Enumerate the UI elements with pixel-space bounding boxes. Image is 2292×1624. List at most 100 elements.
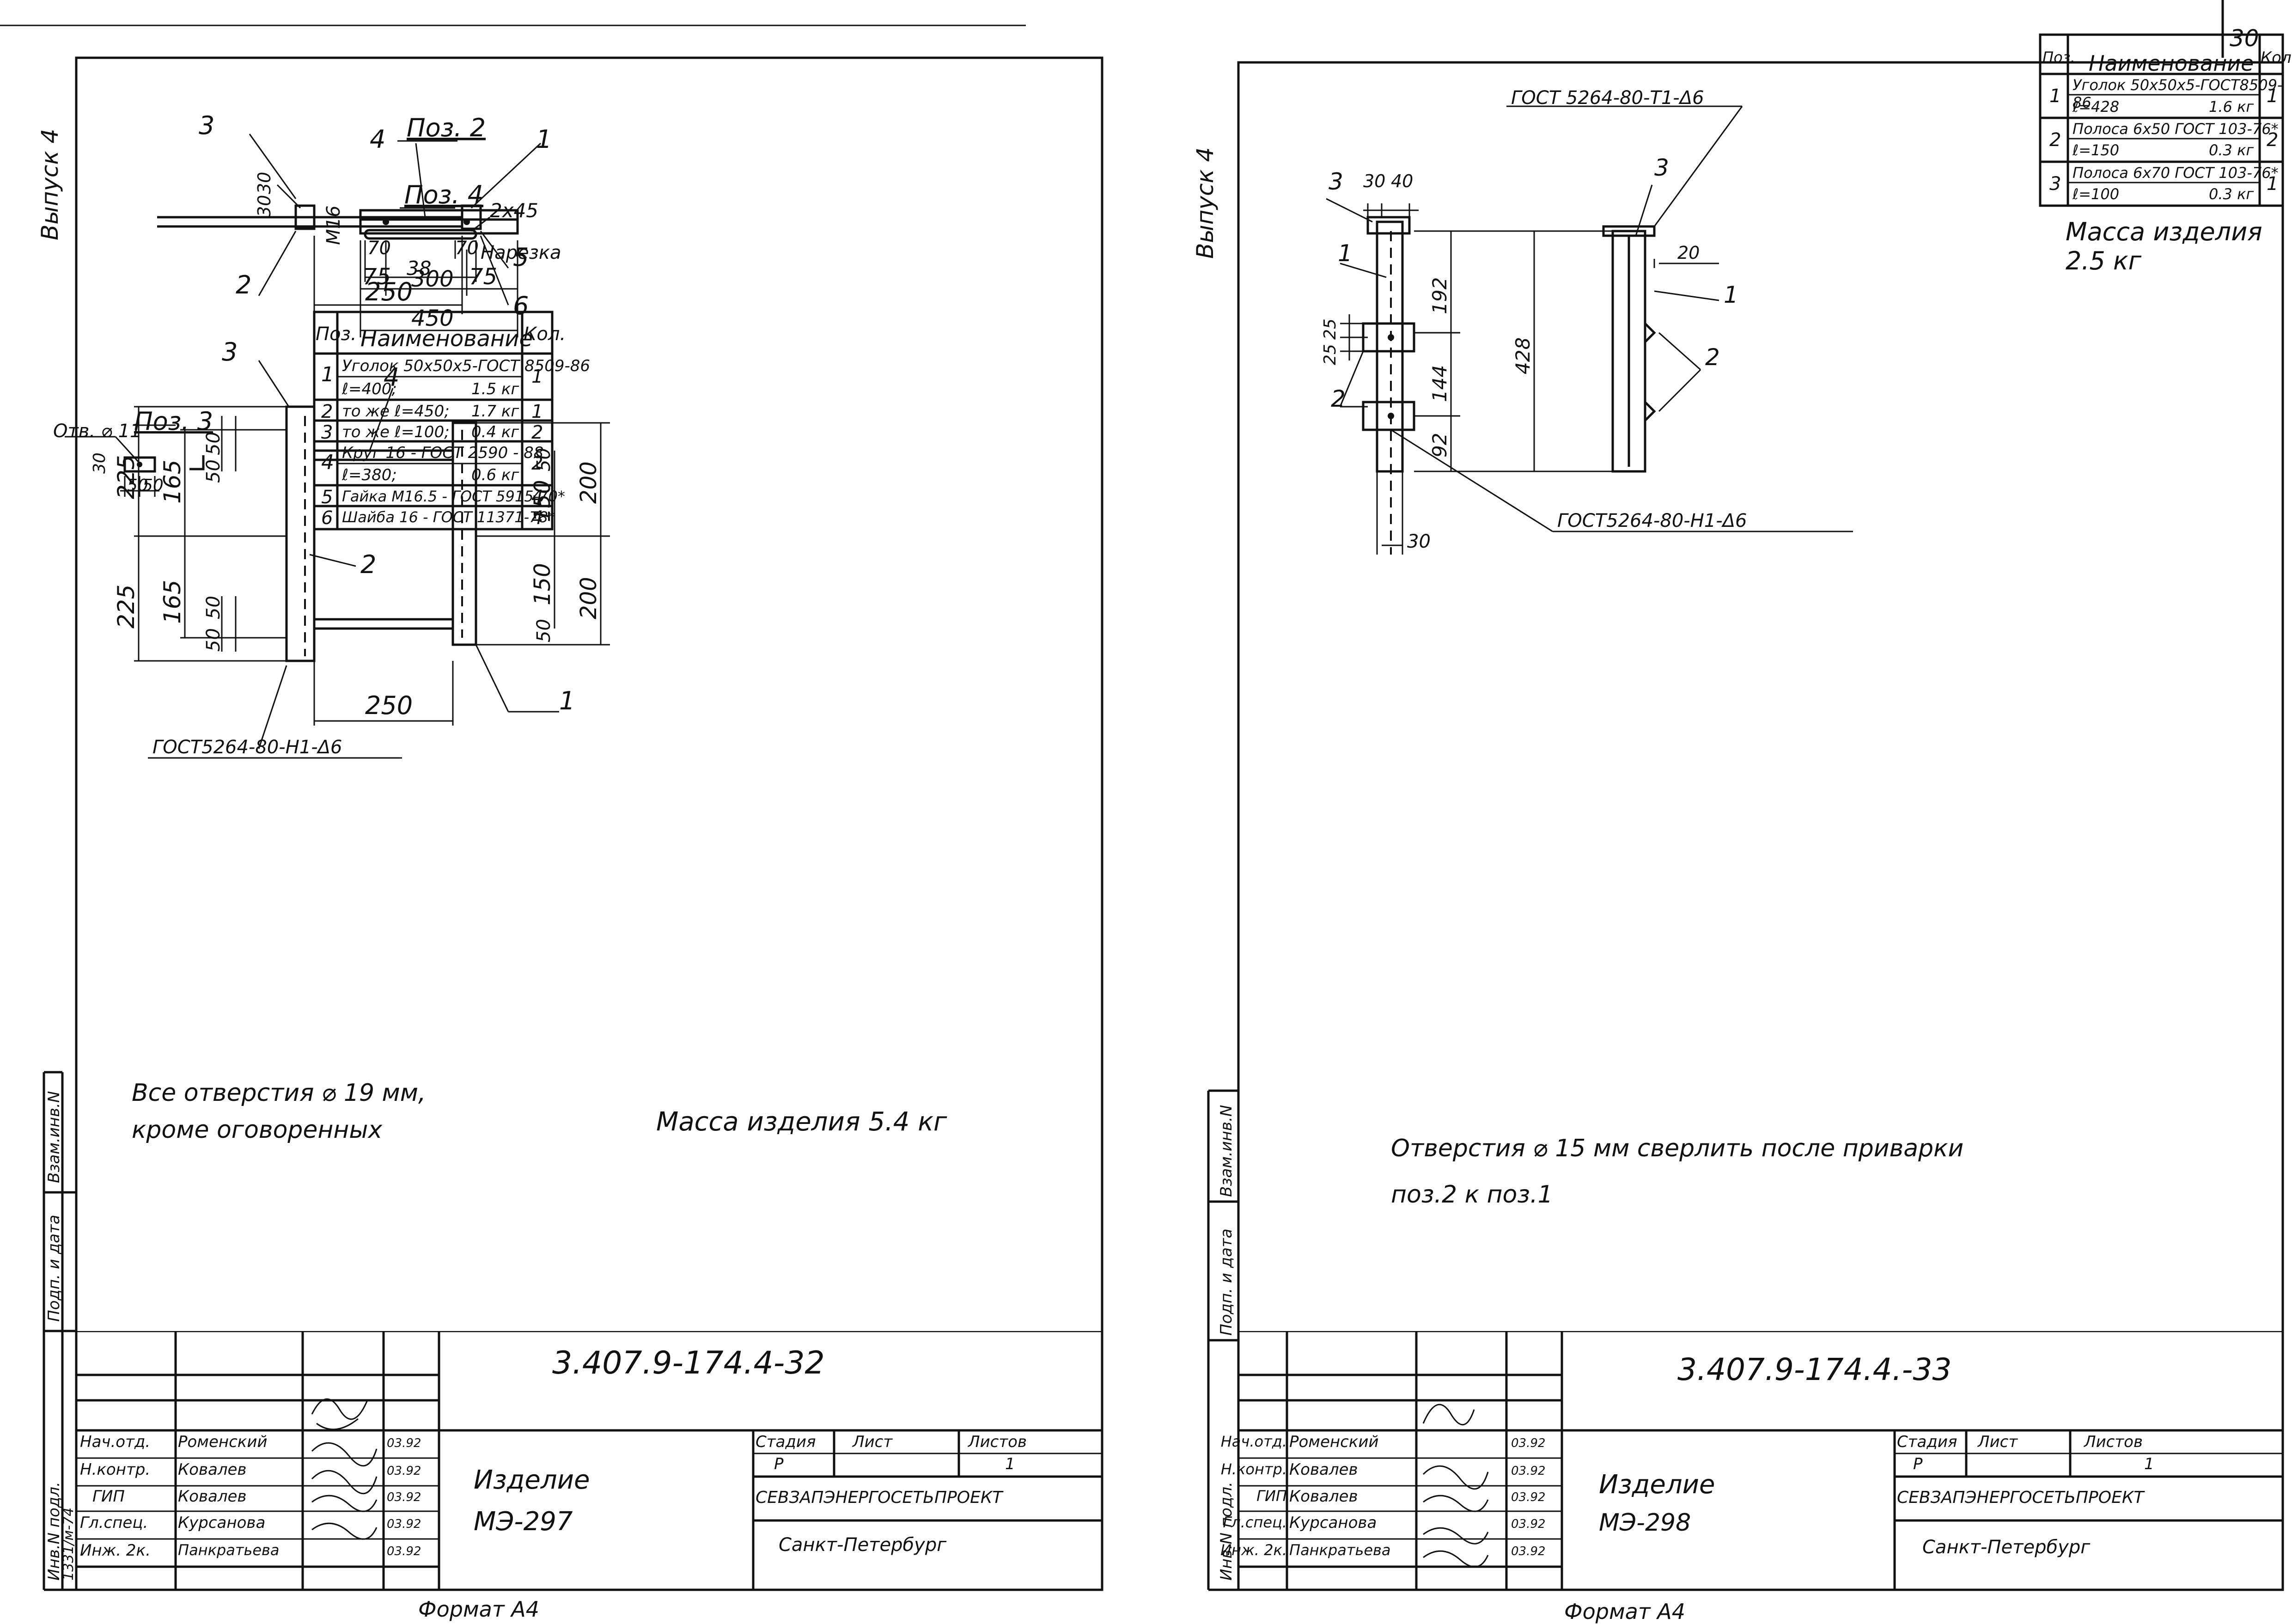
top-view-label-1: 1: [536, 125, 552, 154]
spec-row5-pos: 5: [321, 487, 333, 508]
drawing-sheet-left: Выпуск 4 Взам.инв.N Подп. и дата Инв.N п…: [0, 0, 1146, 1622]
main-view-dim-165a: 165: [159, 460, 186, 504]
role-2: Н.контр.: [80, 1460, 151, 1479]
item-label: Изделие: [474, 1465, 590, 1495]
top-view-dim-30a: 30: [254, 195, 274, 217]
sheets-value: 1: [2144, 1455, 2154, 1473]
role-5: Инж. 2к.: [80, 1541, 151, 1560]
margin-label-zam: Взам.инв.N: [1217, 1105, 1236, 1197]
margin-inv-number: 1331/м-74: [61, 1508, 77, 1581]
holes-note-line2: поз.2 к поз.1: [1391, 1181, 1553, 1209]
main-view-weld: ГОСТ5264-80-Н1-Δ6: [152, 737, 342, 758]
org-name: СЕВЗАПЭНЕРГОСЕТЬПРОЕКТ: [756, 1488, 1003, 1507]
view-label-3a: 3: [1329, 168, 1343, 195]
item-label: Изделие: [1599, 1470, 1715, 1500]
spec-row2-qty: 1: [531, 401, 543, 422]
name-5: Панкратьева: [178, 1541, 280, 1559]
role-2: Н.контр.: [1220, 1460, 1287, 1478]
weld-bottom: ГОСТ5264-80-Н1-Δ6: [1557, 510, 1747, 531]
poz4-thread: М16: [323, 206, 344, 245]
signature-1: [311, 1398, 368, 1430]
spec-row3-pos: 3: [2049, 173, 2061, 195]
item-code: МЭ-298: [1599, 1509, 1691, 1537]
spec-row2-qty: 2: [2267, 129, 2279, 151]
poz3-dim-30: 30: [90, 452, 109, 474]
view-dim-30: 30: [1363, 171, 1385, 191]
view-label-1a: 1: [1338, 240, 1353, 267]
spec-row3-qty: 2: [531, 422, 543, 443]
doc-code: 3.407.9-174.4-32: [552, 1345, 825, 1381]
top-view-label-4: 4: [370, 125, 385, 154]
margin-label-podp: Подп. и дата: [45, 1215, 63, 1322]
poz4-dim-70b: 70: [455, 238, 479, 259]
spec-row1-pos: 1: [321, 363, 334, 386]
spec-header-qty: Кол.: [2261, 49, 2292, 67]
spec-row3-pos: 3: [321, 422, 333, 443]
role-5: Инж. 2к.: [1220, 1541, 1287, 1559]
view-label-2b: 2: [1705, 344, 1720, 371]
date-3: 03.92: [387, 1490, 421, 1504]
main-view-label-3: 3: [222, 337, 238, 366]
spec-row3-len: ℓ=100: [2073, 185, 2120, 203]
name-3: Ковалев: [1289, 1487, 1358, 1506]
view-dim-20: 20: [1677, 243, 1700, 263]
margin-label-inv: Инв.N подл.: [45, 1482, 63, 1581]
spec-row1-mass: 1.6 кг: [2209, 98, 2254, 116]
sheets-value: 1: [1005, 1455, 1015, 1473]
main-view-dim-50e: 50: [203, 628, 224, 652]
org-name: СЕВЗАПЭНЕРГОСЕТЬПРОЕКТ: [1897, 1488, 2144, 1507]
signature-3: [1423, 1495, 1489, 1512]
view-dim-25b: 25: [1321, 344, 1340, 365]
spec-header-pos: Поз.: [2042, 49, 2075, 66]
sheets-header: Листов: [2084, 1433, 2143, 1451]
main-view: [134, 360, 610, 759]
spec-row2-name: Полоса 6х50 ГОСТ 103-76*: [2073, 120, 2279, 138]
title-block-left-grid: [76, 1331, 1102, 1590]
poz2-title: Поз. 2: [407, 113, 486, 142]
role-1: Нач.отд.: [80, 1433, 151, 1451]
weld-top: ГОСТ 5264-80-Т1-Δ6: [1511, 87, 1704, 109]
spec-row2-name: то же ℓ=450;: [342, 402, 450, 421]
spec-row1-name: Уголок 50х50х5-ГОСТ8509-86: [2073, 76, 2283, 111]
spec-row4-name: Круг 16 - ГОСТ 2590 - 88: [342, 444, 544, 462]
poz4-dim-70a: 70: [367, 238, 391, 259]
signature-1: [1422, 1404, 1475, 1425]
view-dim-428: 428: [1512, 337, 1534, 374]
stage-value: Р: [774, 1455, 784, 1473]
signature-4: [311, 1495, 378, 1512]
spec-row1-qty: 1: [531, 366, 543, 387]
sheet-header: Лист: [1978, 1433, 2018, 1451]
date-1: 03.92: [1511, 1436, 1546, 1450]
top-view: [157, 134, 542, 314]
main-view-dim-50b: 50: [203, 459, 224, 483]
spec-header-pos: Поз.: [316, 324, 357, 345]
spec-row6-qty: 4: [531, 507, 543, 529]
poz2-dim-300: 300: [411, 266, 454, 292]
name-2: Ковалев: [1289, 1460, 1358, 1479]
mass-note: Масса изделия 2.5 кг: [2066, 217, 2262, 275]
poz3-hole: Отв. ⌀ 11: [53, 421, 142, 442]
poz4-title: Поз. 4: [404, 180, 483, 209]
main-view-dim-250: 250: [365, 691, 413, 720]
view-dim-40: 40: [1391, 171, 1413, 191]
spec-row1-len: ℓ=400;: [342, 380, 397, 398]
main-view-dim-200a: 200: [576, 461, 602, 504]
main-view-dim-50f: 50: [533, 619, 555, 642]
margin-label-podp: Подп. и дата: [1217, 1228, 1236, 1336]
date-2: 03.92: [1511, 1464, 1546, 1478]
spec-row4-qty: 2: [531, 453, 543, 474]
poz3-title: Поз. 3: [134, 407, 213, 436]
main-view-dim-200b: 200: [576, 577, 602, 619]
spec-row1-name: Уголок 50х50х5-ГОСТ 8509-86: [342, 357, 591, 375]
role-3: ГИП: [92, 1487, 125, 1506]
top-view-dim-250: 250: [365, 277, 413, 306]
main-view-dim-50d: 50: [203, 596, 224, 619]
holes-note-line1: Все отверстия ⌀ 19 мм,: [132, 1079, 426, 1107]
doc-code: 3.407.9-174.4.-33: [1677, 1352, 1952, 1387]
top-view-dim-30b: 30: [254, 172, 274, 194]
spec-row4-pos: 4: [321, 451, 334, 474]
signature-4: [1423, 1527, 1489, 1545]
spec-row6-name: Шайба 16 - ГОСТ 11371-78*: [342, 508, 555, 526]
name-5: Панкратьева: [1289, 1541, 1391, 1559]
top-view-label-6: 6: [513, 291, 529, 320]
